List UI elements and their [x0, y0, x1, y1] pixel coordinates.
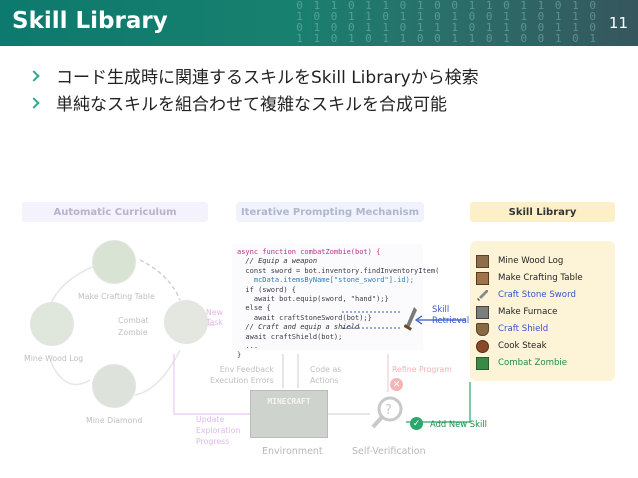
curriculum-node-combat-zombie — [164, 300, 208, 344]
skill-retrieval-label: Skill Retrieval — [432, 304, 470, 325]
panel-iterative-prompting: Iterative Prompting Mechanism — [236, 202, 424, 222]
retrieval-lines — [342, 311, 466, 329]
bullet-list: コード生成時に関連するスキルをSkill Libraryから検索 単純なスキルを… — [28, 62, 479, 116]
title-bar: 0 1 1 0 1 1 0 1 0 0 1 1 0 1 1 0 1 0 1 0 … — [0, 0, 638, 46]
error-x-icon: ✕ — [390, 378, 403, 391]
chevron-right-icon — [28, 69, 40, 82]
code-as-actions-label: Code as Actions — [310, 365, 342, 385]
code-line: await craftStoneSword(bot);} — [237, 313, 372, 322]
code-line: // Equip a weapon — [237, 257, 318, 266]
curriculum-node-crafting-table — [92, 240, 136, 284]
skill-label: Craft Stone Sword — [498, 290, 576, 300]
skill-label: Make Crafting Table — [498, 273, 583, 283]
bullet-item: 単純なスキルを組合わせて複雑なスキルを合成可能 — [28, 89, 479, 116]
skill-label: Mine Wood Log — [498, 256, 564, 266]
skill-label: Cook Steak — [498, 341, 547, 351]
code-line: const sword = bot.inventory.findInventor… — [237, 266, 440, 275]
wood-log-icon — [476, 254, 489, 268]
bullet-text: コード生成時に関連するスキルをSkill Libraryから検索 — [56, 68, 479, 88]
stone-sword-icon — [476, 289, 489, 302]
magnifier-question-icon: ? — [370, 394, 408, 432]
curriculum-label-top: Make Crafting Table — [78, 292, 155, 301]
svg-text:?: ? — [385, 403, 392, 418]
environment-label: Environment — [262, 446, 323, 457]
skill-item: Cook Steak — [476, 339, 547, 353]
crafting-table-icon — [476, 271, 489, 285]
skill-item: Craft Stone Sword — [477, 289, 576, 301]
curriculum-label-bottom: Mine Diamond — [86, 416, 143, 425]
bullet-item: コード生成時に関連するスキルをSkill Libraryから検索 — [28, 62, 479, 89]
curriculum-node-diamond — [92, 364, 136, 408]
bullet-text: 単純なスキルを組合わせて複雑なスキルを合成可能 — [56, 95, 447, 115]
add-new-skill-label: Add New Skill — [430, 419, 487, 429]
self-verification-label: Self-Verification — [352, 446, 426, 457]
steak-icon — [476, 339, 489, 353]
code-line: await craftShield(bot); — [237, 332, 343, 341]
code-line: async function combatZombie(bot) { — [237, 248, 381, 256]
zombie-icon — [476, 356, 489, 370]
shield-icon — [476, 322, 489, 336]
success-check-icon: ✓ — [410, 417, 423, 430]
page-number: 11 — [608, 14, 628, 32]
refine-program-label: Refine Program — [392, 365, 452, 374]
code-line: else { — [237, 304, 271, 313]
environment-screenshot: MINECRAFT — [250, 390, 328, 438]
skill-label: Make Furnace — [498, 307, 558, 317]
skill-item: Make Crafting Table — [476, 271, 583, 285]
skill-item: Craft Shield — [476, 322, 549, 336]
code-line: await bot.equip(sword, "hand");} — [237, 295, 389, 304]
code-line: // Craft and equip a shield — [237, 323, 360, 332]
env-feedback-label: Env Feedback Execution Errors — [210, 365, 274, 385]
skill-label: Craft Shield — [498, 324, 549, 334]
curriculum-label-left: Mine Wood Log — [24, 354, 84, 363]
chevron-right-icon — [28, 96, 40, 109]
skill-item: Make Furnace — [476, 305, 558, 319]
curriculum-node-wood-log — [30, 302, 74, 346]
minecraft-logo: MINECRAFT — [267, 397, 311, 406]
curriculum-label-center: Combat Zombie — [118, 316, 149, 337]
code-line: ... — [237, 342, 259, 351]
skill-item: Mine Wood Log — [476, 254, 564, 268]
code-line: mcData.itemsByName["stone_sword"].id); — [237, 276, 415, 285]
skill-item: Combat Zombie — [476, 356, 568, 370]
code-line: } — [237, 351, 242, 360]
slide-title: Skill Library — [12, 8, 168, 34]
sword-icon — [403, 306, 417, 336]
code-snippet: async function combatZombie(bot) { // Eq… — [232, 244, 439, 359]
skill-label: Combat Zombie — [498, 358, 568, 368]
new-task-label: New Task — [206, 308, 224, 327]
skill-library-box: Mine Wood Log Make Crafting Table Craft … — [470, 241, 615, 381]
furnace-icon — [476, 305, 489, 319]
panel-skill-library: Skill Library — [470, 202, 615, 222]
binary-pattern: 0 1 1 0 1 1 0 1 0 0 1 1 0 1 1 0 1 0 1 0 … — [296, 0, 598, 45]
update-progress-label: Update Exploration Progress — [196, 415, 241, 446]
panel-automatic-curriculum: Automatic Curriculum — [22, 202, 208, 222]
code-line: if (sword) { — [237, 285, 297, 294]
